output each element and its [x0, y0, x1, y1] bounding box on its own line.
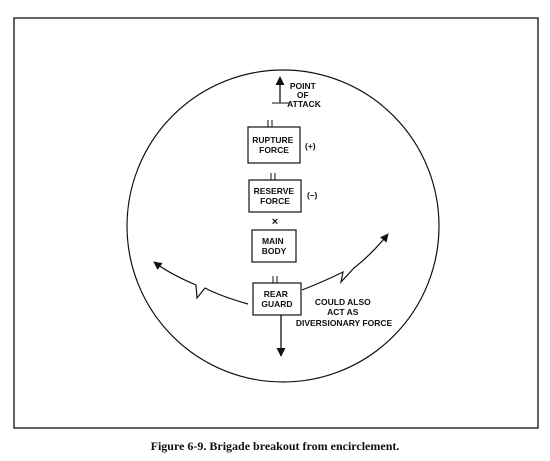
connector-symbol: × — [272, 216, 278, 228]
main-body-label: MAIN BODY — [262, 236, 287, 256]
reserve-force-label: RESERVE FORCE — [254, 186, 297, 206]
right-diversion-arrow — [301, 233, 389, 291]
rear-guard-note: COULD ALSO ACT AS DIVERSIONARY FORCE — [296, 297, 393, 328]
reserve-force-note: (–) — [307, 190, 318, 200]
rupture-force-note: (+) — [305, 141, 316, 151]
rear-guard-label: REAR GUARD — [261, 289, 292, 309]
unit-size-ticks — [267, 120, 278, 283]
point-of-attack-label: POINT OF ATTACK — [287, 81, 322, 109]
figure-frame — [13, 17, 539, 429]
rupture-force-label: RUPTURE FORCE — [252, 135, 295, 155]
main-body-box — [251, 229, 297, 263]
reserve-force-box — [248, 179, 302, 213]
rupture-force-box — [247, 126, 301, 164]
rear-guard-box — [252, 282, 302, 316]
figure-caption: Figure 6-9. Brigade breakout from encirc… — [150, 439, 400, 453]
left-diversion-arrow — [153, 261, 249, 305]
encirclement-circle — [126, 69, 440, 383]
